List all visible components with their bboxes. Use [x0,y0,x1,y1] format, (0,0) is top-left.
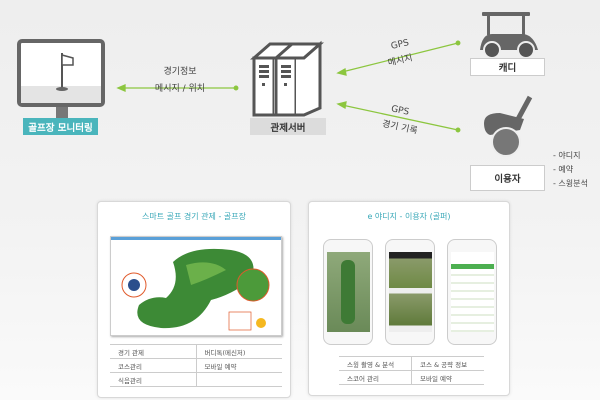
server-label: 관제서버 [250,118,326,135]
golf-club-icon [484,95,533,157]
monitor-label: 골프장 모니터링 [23,118,98,135]
connection-arrows [116,40,461,133]
table-row: 스코어 관리 모바일 예약 [339,371,484,385]
user-feature-yardage: - 야디지 [553,151,581,160]
course-map-screenshot [110,236,282,336]
feature-course-info: 코스 & 공략 정보 [411,357,484,370]
course-card-title: 스마트 골프 경기 관제 - 골프장 [142,212,246,221]
user-feature-booking: - 예약 [553,165,574,174]
user-feature-table: 스윙 촬영 & 분석 코스 & 공략 정보 스코어 관리 모바일 예약 [339,356,484,385]
feature-swing-analysis: 스윙 촬영 & 분석 [347,360,395,369]
e-yardage-card: e 야디지 - 이용자 (골퍼) 스윙 촬영 & 분석 코스 & 공략 정보 스코… [308,201,510,396]
feature-course-management: 코스관리 [118,362,142,371]
empty-cell [195,373,283,386]
monitor-icon [17,39,105,122]
phone-booking [447,239,497,345]
feature-birdie-talk: 버디톡(메신저) [195,345,283,358]
course-control-card: 스마트 골프 경기 관제 - 골프장 경기 관제 버디톡(메신저) 코스관리 모바일… [97,201,291,398]
monitor-arrow-label-2: 메시지 / 위치 [154,84,206,94]
caddie-label: 캐디 [470,58,545,76]
table-row: 경기 관제 버디톡(메신저) [110,345,282,359]
user-feature-swing: - 스윙분석 [553,179,588,188]
course-map-icon [121,248,270,331]
user-label: 이용자 [470,165,545,191]
table-row: 코스관리 모바일 예약 [110,359,282,373]
table-row: 스윙 촬영 & 분석 코스 & 공략 정보 [339,357,484,371]
feature-mobile-booking: 모바일 예약 [411,371,484,384]
phone-map [323,239,373,345]
monitor-arrow-label-1: 경기정보 [163,67,197,77]
table-row: 식음관리 [110,373,282,387]
feature-game-control: 경기 관제 [118,348,144,357]
phone-swing [385,239,435,345]
feature-score: 스코어 관리 [347,374,379,383]
golf-cart-icon [480,12,538,59]
user-card-title: e 야디지 - 이용자 (골퍼) [367,212,451,221]
course-feature-table: 경기 관제 버디톡(메신저) 코스관리 모바일 예약 식음관리 [110,344,282,387]
server-icon [250,40,324,117]
feature-fnb-management: 식음관리 [118,376,142,385]
feature-mobile-booking: 모바일 예약 [195,359,283,372]
